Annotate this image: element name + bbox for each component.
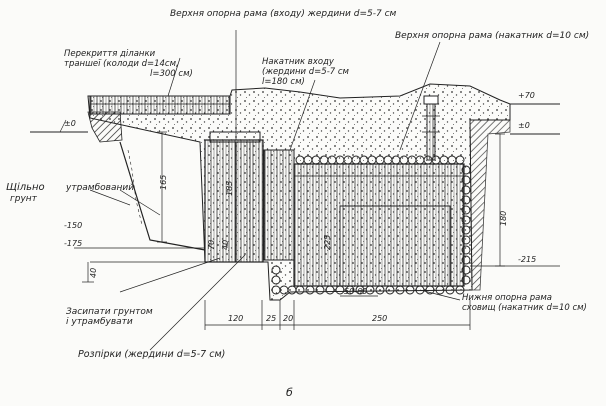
label-soil-1: Щільно: [6, 181, 45, 193]
dim-zero-right: ±0: [518, 121, 530, 130]
dim-plus70: +70: [518, 91, 535, 100]
label-entrance-roof-3: l=180 см): [262, 77, 305, 87]
label-soil-mid: утрамбований: [65, 183, 134, 193]
dim-120: 120: [228, 314, 243, 323]
dimension-lines: [74, 131, 560, 330]
entrance-wall-boards: [204, 139, 264, 263]
label-bottom-frame-1: Нижня опорна рама: [462, 293, 552, 303]
dim-25: 25: [266, 314, 276, 323]
dim-165: 165: [159, 175, 168, 190]
dim-minus175: -175: [64, 239, 82, 248]
dim-185: 185: [225, 181, 234, 196]
shelter-wall-boards: [293, 163, 465, 287]
dim-40b: 40: [221, 240, 230, 250]
leader-lines: [89, 30, 461, 351]
label-backfill-1: Засипати грунтом: [66, 307, 153, 317]
label-trench-cover-3: l=300 см): [150, 69, 193, 79]
dim-250: 250: [372, 314, 387, 323]
dim-180: 180: [499, 211, 508, 226]
label-top-beam: Верхня опорна рама (накатник d=10 см): [395, 31, 589, 41]
label-entrance-roof-1: Накатник входу: [262, 57, 335, 67]
vent-pipe: [422, 95, 440, 161]
label-spacers: Розпірки (жердини d=5-7 см): [78, 349, 225, 360]
label-backfill-2: і утрамбувати: [66, 317, 133, 327]
dim-20: 20: [283, 314, 293, 323]
ground-hatch-right: [469, 119, 511, 291]
trench-cover-logs: [89, 95, 231, 115]
label-bottom-frame-2: сховищ (накатник d=10 см): [462, 303, 587, 313]
entrance-side-planks: [263, 149, 295, 261]
label-soil-2: грунт: [10, 194, 38, 204]
dim-70: 70: [207, 240, 216, 250]
dim-50-60: 50-60: [344, 287, 367, 296]
label-top-frame: Верхня опорна рама (входу) жердини d=5-7…: [170, 9, 397, 19]
ground-hatch-left: [87, 111, 123, 143]
figure-letter: б: [286, 386, 293, 399]
label-trench-cover-2: траншеї (колоди d=14см,: [64, 59, 179, 69]
dim-zero-left: ±0: [64, 119, 76, 128]
dim-225: 225: [323, 235, 332, 250]
dim-minus215: -215: [518, 255, 536, 264]
dim-minus150: -150: [64, 221, 82, 230]
dim-40: 40: [89, 268, 98, 278]
top-beam-logs: [271, 155, 471, 295]
label-trench-cover-1: Перекриття діланки: [64, 49, 156, 59]
label-entrance-roof-2: (жердини d=5-7 см: [262, 67, 350, 77]
